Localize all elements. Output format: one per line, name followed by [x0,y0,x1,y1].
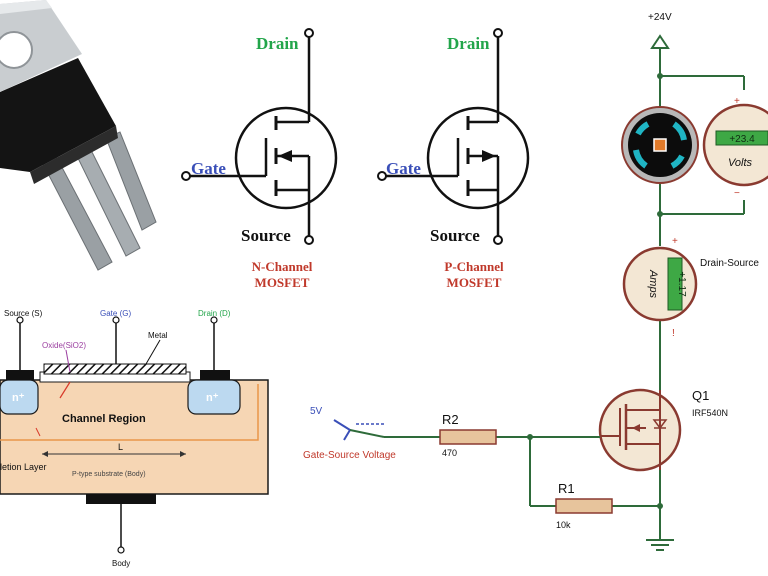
ammeter-minus: ! [672,328,675,339]
supply-voltage-label: +24V [648,12,672,23]
r2-name-label: R2 [442,412,459,427]
voltmeter-minus: − [734,188,740,199]
metal-label: Metal [148,331,168,340]
r2-value-label: 470 [442,448,457,458]
n-plus-right-label: n⁺ [206,392,219,404]
q1-body-diode-icon [652,419,668,430]
to220-transistor-image [0,0,157,271]
voltmeter-plus: + [734,96,740,107]
p-mosfet-caption: MOSFET [447,275,502,290]
n-source-label: Source [241,226,291,245]
resistor-r2: R2 470 [439,412,497,458]
supply-terminal-icon [650,34,670,49]
length-label: L [118,442,123,452]
q1-mosfet: Q1 IRF540N [598,388,728,472]
n-channel-arrow-icon [278,150,292,162]
gate-source-voltage-label: Gate-Source Voltage [303,450,396,461]
p-channel-caption: P-Channel [444,259,504,274]
depletion-layer-label: letion Layer [0,462,47,472]
ammeter: +1.17 Amps + ! Drain-Source [622,236,759,339]
n-mosfet-caption: MOSFET [255,275,310,290]
voltmeter: +23.4 Volts + − [702,96,768,199]
substrate-label: P-type substrate (Body) [72,471,146,478]
n-gate-label: Gate [191,159,226,178]
n-channel-caption: N-Channel [252,259,313,274]
ammeter-unit: Amps [647,269,659,299]
p-source-label: Source [430,226,480,245]
ammeter-plus: + [672,236,678,247]
channel-region-label: Channel Region [62,413,146,425]
voltmeter-reading: +23.4 [729,134,755,145]
q1-part-label: IRF540N [692,408,728,418]
ground-icon [646,539,674,551]
gate-voltage-source: 5V Gate-Source Voltage [303,406,396,461]
input-voltage-label: 5V [310,406,323,417]
input-source-arrow-icon [333,419,352,441]
q1-name-label: Q1 [692,388,709,403]
body-terminal-label: Body [112,559,130,568]
circuit-schematic: +24V +23.4 Volts + − [303,12,768,551]
r1-name-label: R1 [558,481,575,496]
n-plus-left-label: n⁺ [12,392,25,404]
resistor-r1: R1 10k [555,481,613,530]
motor [621,106,699,184]
n-drain-label: Drain [256,34,299,53]
p-channel-arrow-icon [482,150,496,162]
p-drain-label: Drain [447,34,490,53]
r1-value-label: 10k [556,520,571,530]
p-channel-mosfet-symbol: Drain Gate Source P-Channel MOSFET [377,28,530,290]
oxide-label: Oxide(SiO2) [42,341,86,350]
ammeter-reading: +1.17 [676,271,687,297]
voltmeter-unit: Volts [728,157,753,169]
source-terminal-label: Source (S) [4,309,43,318]
metal-gate [43,363,187,375]
mosfet-cross-section: n⁺ n⁺ Sour [0,309,269,568]
gate-terminal-label: Gate (G) [100,309,131,318]
drain-terminal-label: Drain (D) [198,309,231,318]
drain-source-label: Drain-Source [700,258,759,269]
p-gate-label: Gate [386,159,421,178]
n-channel-mosfet-symbol: Drain Gate Source N-Channel MOSFET [181,28,338,290]
